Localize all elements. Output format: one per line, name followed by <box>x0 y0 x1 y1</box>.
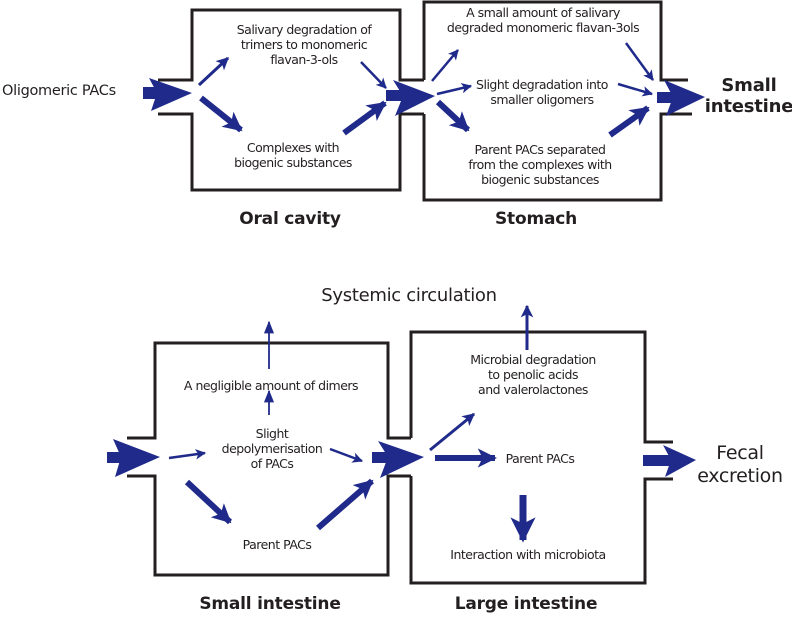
node-line: Parent PACs separated <box>474 142 606 157</box>
arrow-to-parent-pacs-si <box>184 479 233 525</box>
node-line: intestine <box>704 96 792 117</box>
large-intestine-box <box>409 330 673 444</box>
node-salivary-degradation: Salivary degradation of trimers to monom… <box>237 22 372 67</box>
small-intestine-output-label: Small intestine <box>705 75 792 117</box>
arrow-to-slight-degradation <box>436 83 473 96</box>
oral-to-stomach-arrow <box>386 80 435 116</box>
node-line: from the complexes with <box>468 157 612 172</box>
node-line: to penolic acids <box>488 367 578 382</box>
node-complexes: Complexes with biogenic substances <box>234 140 352 170</box>
small-intestine-input-arrow <box>107 439 160 477</box>
stomach-box <box>422 0 688 82</box>
arrow-to-complexes <box>199 95 243 133</box>
node-line: smaller oligomers <box>490 92 594 107</box>
arrow-salivary-to-exit <box>360 61 387 89</box>
node-line: and valerolactones <box>478 382 588 397</box>
node-parent-pacs-large-intestine: Parent PACs <box>505 451 575 466</box>
small-intestine-box-bottom <box>127 474 411 577</box>
arrow-depoly-to-exit <box>329 447 363 463</box>
node-monomeric-flavanols: A small amount of salivary degraded mono… <box>446 5 640 35</box>
node-line: Microbial degradation <box>470 352 596 367</box>
node-line: trimers to monomeric <box>240 37 368 52</box>
arrow-monomeric-to-exit <box>624 42 655 81</box>
node-line: flavan-3-ols <box>270 52 338 67</box>
small-intestine-box <box>127 341 411 440</box>
arrow-to-monomeric <box>431 49 459 82</box>
node-line: Small <box>721 75 777 96</box>
node-line: of PACs <box>250 456 294 471</box>
stomach-exit-arrow <box>657 80 705 116</box>
node-parent-pacs-small-intestine: Parent PACs <box>242 537 312 552</box>
arrow-to-parent-separated <box>435 99 471 133</box>
input-label: Oligomeric PACs <box>2 83 116 99</box>
node-line: Slight degradation into <box>476 77 608 92</box>
fecal-excretion-label: Fecal excretion <box>697 442 783 488</box>
input-arrow <box>143 78 192 111</box>
node-parent-pacs-separated: Parent PACs separated from the complexes… <box>468 142 612 187</box>
node-line: depolymerisation <box>221 441 323 456</box>
fecal-exit-arrow <box>643 445 696 477</box>
small-intestine-label: Small intestine <box>199 594 341 614</box>
node-line: excretion <box>697 465 783 487</box>
node-interaction-microbiota: Interaction with microbiota <box>450 547 606 562</box>
arrow-to-salivary <box>197 56 230 87</box>
arrow-slight-to-exit <box>617 82 654 97</box>
node-line: Complexes with <box>246 140 340 155</box>
node-slight-depolymerisation: Slight depolymerisation of PACs <box>222 426 323 471</box>
node-line: Fecal <box>716 442 764 464</box>
arrow-to-microbial <box>429 412 475 452</box>
node-line: A small amount of salivary <box>466 5 620 20</box>
node-line: Salivary degradation of <box>236 22 372 37</box>
node-line: Slight <box>255 426 289 441</box>
oral-cavity-label: Oral cavity <box>239 209 341 229</box>
node-line: degraded monomeric flavan-3ols <box>446 20 640 35</box>
arrow-to-depolymerisation <box>168 449 207 460</box>
stomach-box-bottom <box>422 112 692 202</box>
large-intestine-box-bottom <box>409 476 673 585</box>
arrow-parent-si-to-exit <box>316 478 374 531</box>
node-line: biogenic substances <box>481 172 599 187</box>
node-microbial-degradation: Microbial degradation to penolic acids a… <box>470 352 596 397</box>
node-slight-degradation: Slight degradation into smaller oligomer… <box>476 77 608 107</box>
arrow-complexes-to-exit <box>342 100 387 136</box>
large-intestine-label: Large intestine <box>454 594 598 614</box>
systemic-circulation-label: Systemic circulation <box>321 285 497 306</box>
oral-cavity-box-bottom <box>158 112 424 192</box>
arrow-parent-to-exit <box>608 105 650 138</box>
node-line: biogenic substances <box>234 155 352 170</box>
stomach-label: Stomach <box>494 209 578 229</box>
node-negligible-dimers: A negligible amount of dimers <box>183 378 359 393</box>
small-to-large-intestine-arrow <box>372 441 424 478</box>
oral-cavity-box <box>158 8 424 82</box>
